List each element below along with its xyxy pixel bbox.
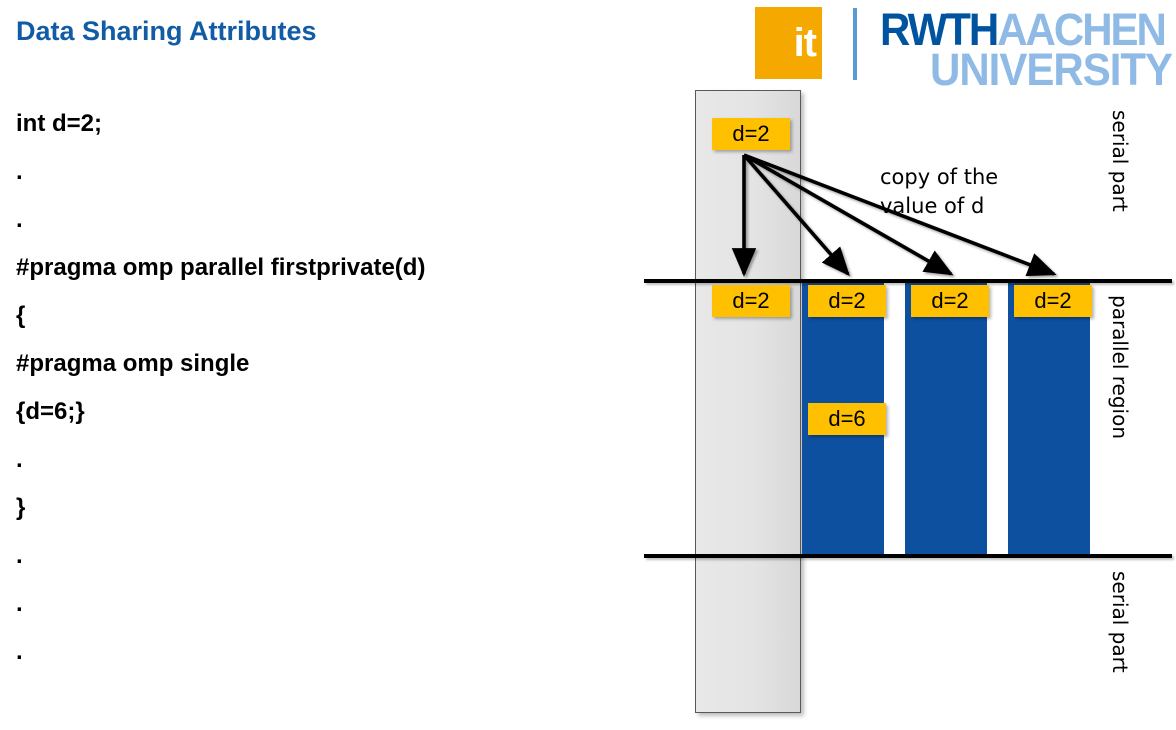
value-box-master-thread: d=2 (712, 285, 790, 317)
copy-annotation-line-2: value of d (880, 194, 985, 218)
code-line: . (16, 206, 23, 233)
logo-it-label: it (793, 21, 817, 65)
logo-wordmark: RWTHAACHEN UNIVERSITY (880, 3, 1173, 91)
value-box-thread-1: d=2 (808, 285, 886, 317)
region-label-parallel: parallel region (1108, 295, 1132, 440)
execution-model-diagram: d=2 d=2 d=2 d=6 d=2 d=2 copy of the valu… (640, 85, 1176, 730)
code-block: int d=2; . . #pragma omp parallel firstp… (16, 100, 616, 676)
logo-line-one: RWTHAACHEN (880, 3, 1167, 55)
code-line: { (16, 302, 26, 329)
parallel-region-end-line (644, 554, 1172, 558)
code-line: . (16, 542, 23, 569)
logo-aachen-label: AACHEN (997, 3, 1167, 55)
rwth-aachen-logo: it RWTHAACHEN UNIVERSITY (755, 3, 1173, 92)
code-line: . (16, 158, 23, 185)
copy-annotation-line-1: copy of the (880, 165, 999, 189)
logo-divider (853, 8, 857, 80)
code-line: {d=6;} (16, 398, 85, 425)
code-line: #pragma omp parallel firstprivate(d) (16, 254, 426, 281)
copy-annotation: copy of the value of d (880, 163, 1100, 221)
serial-master-column (695, 90, 801, 713)
code-line: int d=2; (16, 110, 103, 137)
value-box-thread-3: d=2 (1014, 285, 1092, 317)
value-box-thread-1-single: d=6 (808, 403, 886, 435)
value-box-thread-2: d=2 (911, 285, 989, 317)
logo-university-label: UNIVERSITY (930, 43, 1173, 95)
page-title: Data Sharing Attributes (16, 16, 317, 46)
parallel-region-start-line (644, 279, 1172, 283)
it-square-icon (755, 7, 822, 79)
code-line: #pragma omp single (16, 350, 250, 377)
code-line: . (16, 446, 23, 473)
region-label-serial-bottom: serial part (1108, 571, 1132, 673)
thread-column (905, 283, 987, 556)
code-line: . (16, 590, 23, 617)
code-line: } (16, 494, 26, 521)
logo-rwth-label: RWTH (880, 3, 999, 55)
value-box-serial-initial: d=2 (712, 118, 790, 150)
code-line: . (16, 638, 23, 665)
thread-column (1008, 283, 1090, 556)
region-label-serial-top: serial part (1108, 110, 1132, 212)
